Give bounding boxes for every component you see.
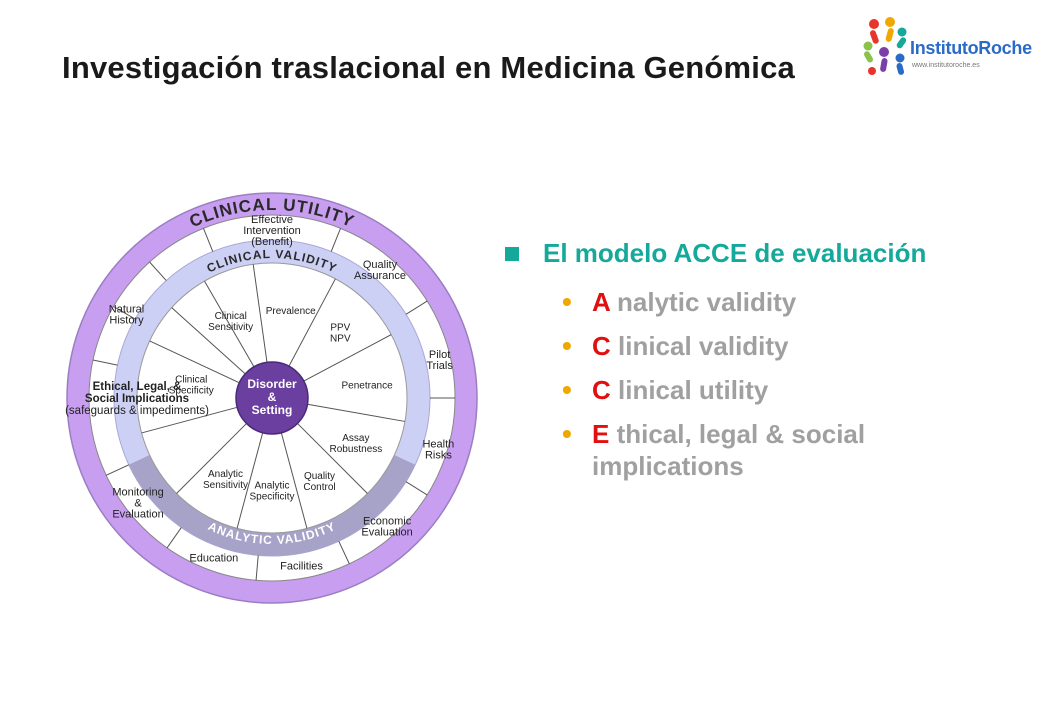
acce-heading-text: El modelo ACCE de evaluación xyxy=(543,238,927,268)
acce-list: •A nalytic validity •C linical validity … xyxy=(562,286,1012,494)
inner-divider-line xyxy=(176,423,247,494)
inner-segment-label: Penetrance xyxy=(341,381,393,392)
center-disc xyxy=(235,361,309,435)
inner-divider-line xyxy=(149,340,240,384)
analytic-validity-band xyxy=(128,455,416,556)
bullet-dot-icon: • xyxy=(562,330,572,361)
item-text: thical, legal & social implications xyxy=(592,419,866,481)
outer-divider-line xyxy=(202,228,214,252)
inner-divider-line xyxy=(171,307,246,375)
item-text: nalytic validity xyxy=(609,287,797,317)
outer-divider-line xyxy=(149,261,167,281)
inner-divider-line xyxy=(297,423,368,494)
item-letter: E xyxy=(592,419,610,449)
list-item: • C linical validity xyxy=(562,330,1012,362)
list-item: • E thical, legal & social implications xyxy=(562,418,1012,482)
logo-text: InstitutoRoche xyxy=(910,38,1032,58)
outer-segment-label: Monitoring&Evaluation xyxy=(112,487,163,521)
inner-divider-line xyxy=(303,334,392,382)
bullet-dot-icon: • xyxy=(562,374,572,405)
outer-divider-line xyxy=(113,306,136,320)
center-label: Disorder&Setting xyxy=(247,377,297,417)
inner-divider-line xyxy=(288,278,336,367)
outer-divider-line xyxy=(405,300,428,315)
inner-divider-line xyxy=(307,403,406,422)
logo-url: www.institutoroche.es xyxy=(912,62,980,69)
inner-divider-line xyxy=(204,280,255,368)
inner-segment-label: Prevalence xyxy=(266,306,316,317)
logo-people-icon xyxy=(863,17,907,75)
elsi-label: Ethical, Legal, &Social Implications(saf… xyxy=(65,381,209,417)
square-bullet-icon xyxy=(505,247,519,261)
item-text: linical validity xyxy=(610,331,789,361)
bullet-dot-icon: • xyxy=(562,418,572,449)
inner-divider-line xyxy=(236,432,264,529)
outer-divider-line xyxy=(92,359,118,366)
item-text: linical utility xyxy=(610,375,769,405)
outer-divider-line xyxy=(166,527,182,549)
slide-title: Investigación traslacional en Medicina G… xyxy=(62,50,795,85)
outer-divider-line xyxy=(338,540,350,565)
item-letter: A xyxy=(592,287,610,317)
item-letter: C xyxy=(592,375,611,405)
institutoroche-logo: InstitutoRoche www.institutoroche.es xyxy=(860,16,1032,82)
inner-divider-line xyxy=(252,264,268,363)
outer-segment-label: Education xyxy=(189,553,238,565)
outer-segment-label: Facilities xyxy=(280,560,323,572)
inner-divider-line xyxy=(141,406,238,434)
list-item: • C linical utility xyxy=(562,374,1012,406)
outer-divider-line xyxy=(105,464,130,476)
bullet-dot-icon: • xyxy=(562,286,572,317)
outer-divider-line xyxy=(255,555,259,581)
outer-divider-line xyxy=(405,481,428,496)
acce-heading: El modelo ACCE de evaluación xyxy=(505,238,926,269)
outer-divider-line xyxy=(330,228,342,252)
inner-divider-line xyxy=(280,432,308,529)
list-item: • A nalytic validity xyxy=(562,286,1012,318)
item-letter: C xyxy=(592,331,611,361)
